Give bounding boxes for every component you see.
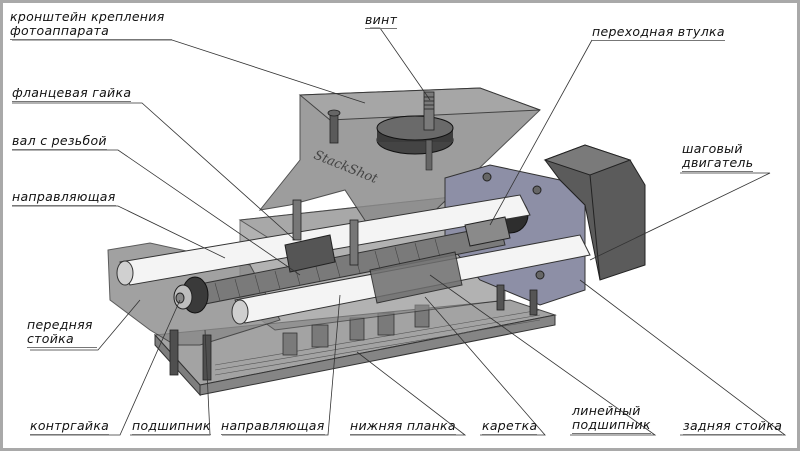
label-stepper-motor-line2: двигатель: [682, 155, 754, 172]
adapter-sleeve: [464, 216, 511, 247]
label-adapter-sleeve: переходная втулка: [592, 24, 725, 41]
label-stepper-motor-line1: шаговый: [682, 141, 743, 156]
stepper-motor: [543, 144, 646, 281]
flange-nut: [284, 234, 336, 273]
label-camera-bracket-line2: фотоаппарата: [10, 24, 172, 40]
label-guide-top: направляющая: [12, 189, 116, 206]
linear-bearing: [369, 251, 463, 304]
label-front-post: передняя стойка: [27, 318, 97, 348]
label-front-post-line1: передняя: [27, 317, 93, 332]
label-camera-bracket: кронштейн крепления фотоаппарата: [10, 10, 172, 40]
leader-lines: [12, 27, 787, 436]
label-stepper-motor: шаговый двигатель: [682, 141, 754, 172]
camera-bracket: StackShot: [258, 87, 541, 229]
carriage-screws: [292, 199, 359, 266]
label-guide-bottom: направляющая: [221, 418, 325, 435]
label-threaded-shaft: вал с резьбой: [12, 133, 107, 150]
label-screw: винт: [365, 12, 398, 29]
label-rear-post: задняя стойка: [683, 418, 783, 435]
label-linear-bearing-line1: линейный: [572, 403, 641, 418]
label-bottom-plate: нижняя планка: [350, 418, 456, 435]
label-camera-bracket-line1: кронштейн крепления: [10, 9, 165, 24]
mount-screw: [376, 91, 454, 171]
label-carriage: каретка: [482, 418, 538, 435]
label-linear-bearing: линейный подшипник: [572, 404, 651, 434]
label-front-post-line2: стойка: [27, 332, 97, 348]
label-flange-nut: фланцевая гайка: [12, 85, 132, 102]
label-bearing: подшипник: [132, 418, 211, 435]
label-lock-nut: контргайка: [30, 418, 110, 435]
label-linear-bearing-line2: подшипник: [572, 417, 651, 434]
